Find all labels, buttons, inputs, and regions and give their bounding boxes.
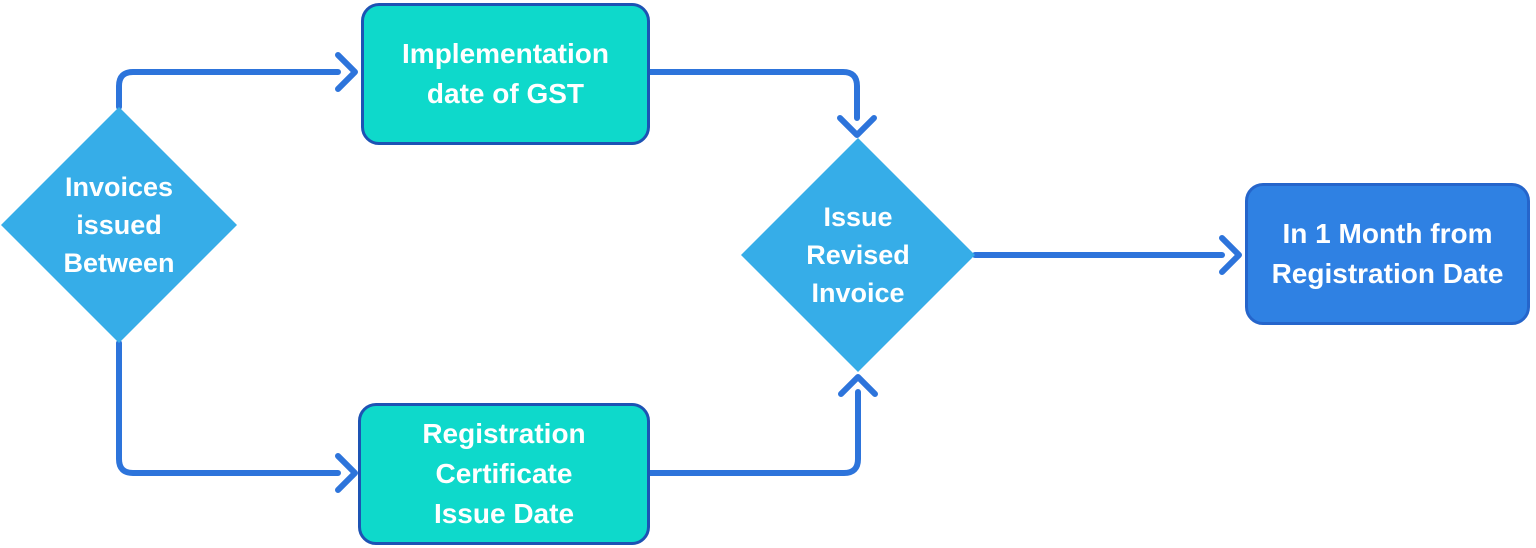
node-label: In 1 Month from Registration Date (1271, 218, 1504, 289)
arrowhead-right-icon (1219, 235, 1242, 275)
node-registration-certificate-issue-date: Registration Certificate Issue Date (358, 403, 650, 545)
connector-implementation-to-revised (647, 69, 877, 138)
arrowhead-down-icon (837, 115, 877, 138)
node-label: Registration Certificate Issue Date (422, 418, 586, 529)
connector-invoices-to-implementation (116, 52, 358, 110)
node-label: Issue Revised Invoice (806, 202, 910, 308)
node-label: Implementation date of GST (402, 38, 609, 109)
arrowhead-right-icon (335, 453, 358, 493)
node-issue-revised-invoice: Issue Revised Invoice (741, 138, 975, 372)
arrowhead-up-icon (838, 374, 878, 397)
node-label: Invoices issued Between (63, 172, 175, 278)
node-implementation-date-of-gst: Implementation date of GST (361, 3, 650, 145)
connector-registration-to-revised (647, 374, 878, 476)
connector-invoices-to-registration (116, 340, 358, 493)
node-invoices-issued-between: Invoices issued Between (1, 107, 237, 343)
node-in-1-month-from-registration-date: In 1 Month from Registration Date (1245, 183, 1530, 325)
connector-revised-to-month (972, 235, 1242, 275)
arrowhead-right-icon (335, 52, 358, 92)
